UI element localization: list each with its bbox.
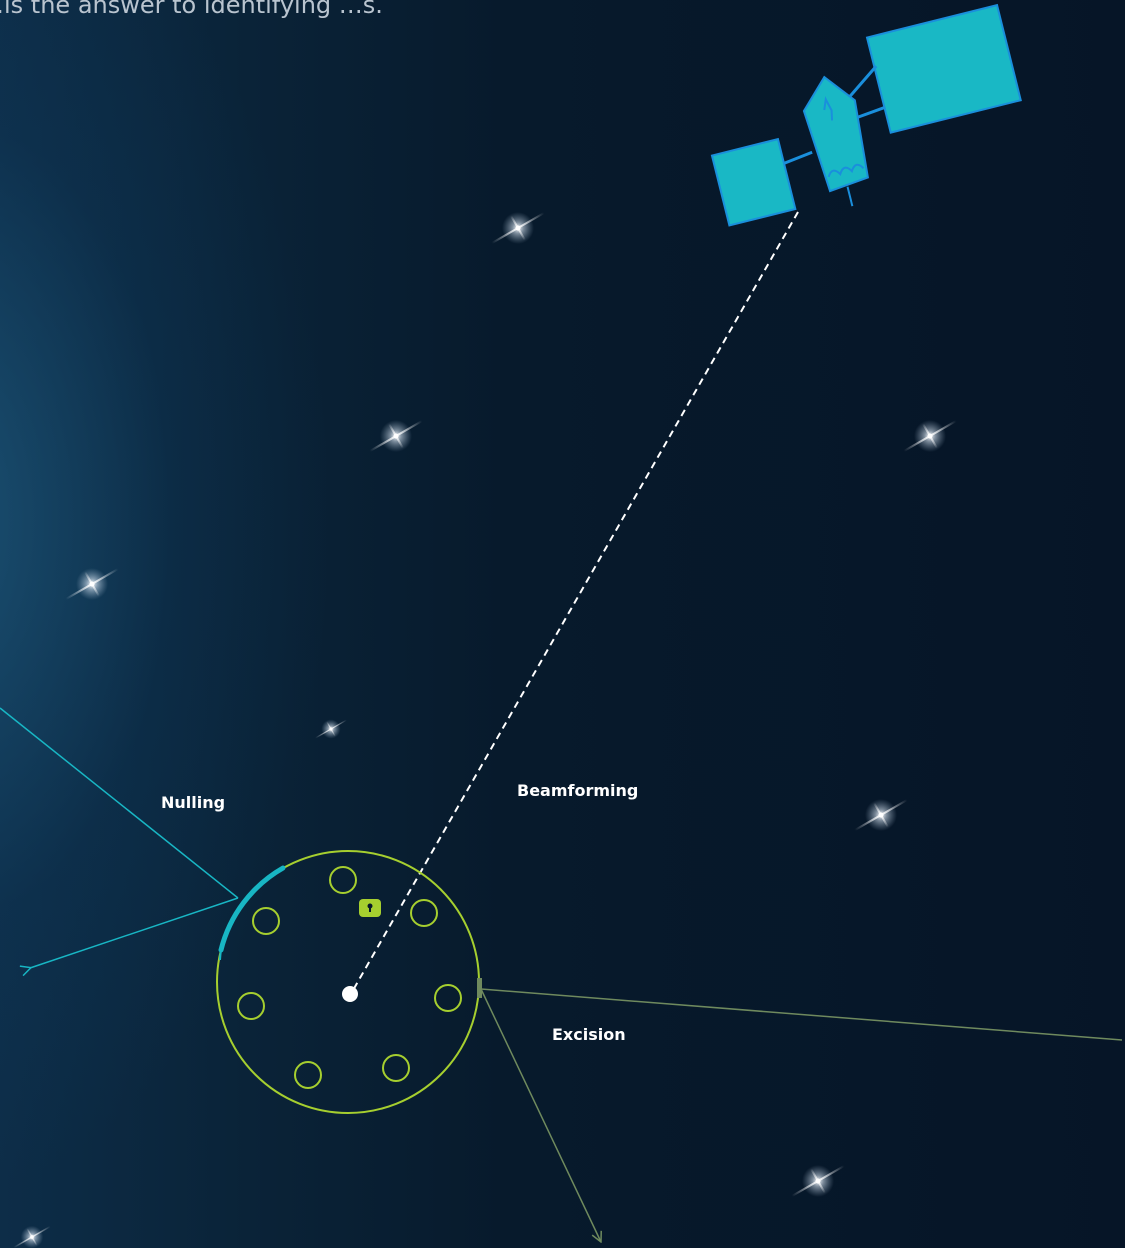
antenna-element bbox=[252, 907, 280, 935]
nulling-arc bbox=[218, 865, 286, 953]
excision-arrow bbox=[480, 988, 601, 1242]
antenna-element bbox=[410, 899, 438, 927]
intro-text: …is the answer to identifying …s. bbox=[0, 0, 383, 19]
antenna-element bbox=[329, 866, 357, 894]
beamforming-label: Beamforming bbox=[517, 781, 638, 800]
star-icon bbox=[491, 212, 545, 244]
antenna-element bbox=[434, 984, 462, 1012]
nulling-arrow bbox=[30, 897, 239, 968]
antenna-element bbox=[294, 1061, 322, 1089]
beamforming-beam bbox=[351, 211, 799, 993]
star-icon bbox=[65, 568, 119, 600]
receiver-center-dot bbox=[342, 986, 358, 1002]
satellite-icon bbox=[710, 3, 1022, 227]
antenna-elements bbox=[237, 866, 462, 1089]
lock-icon bbox=[359, 899, 381, 917]
star-field bbox=[13, 212, 957, 1248]
star-icon bbox=[315, 719, 347, 739]
nulling-incoming-ray bbox=[0, 707, 239, 899]
antenna-element bbox=[382, 1054, 410, 1082]
antenna-element bbox=[237, 992, 265, 1020]
nulling-label: Nulling bbox=[161, 793, 225, 812]
star-icon bbox=[854, 799, 908, 831]
excision-incoming-ray bbox=[480, 988, 1123, 1041]
excision-label: Excision bbox=[552, 1025, 626, 1044]
star-icon bbox=[791, 1165, 845, 1197]
star-icon bbox=[903, 420, 957, 452]
star-icon bbox=[13, 1225, 51, 1248]
excision-marker bbox=[477, 978, 482, 998]
star-icon bbox=[369, 420, 423, 452]
